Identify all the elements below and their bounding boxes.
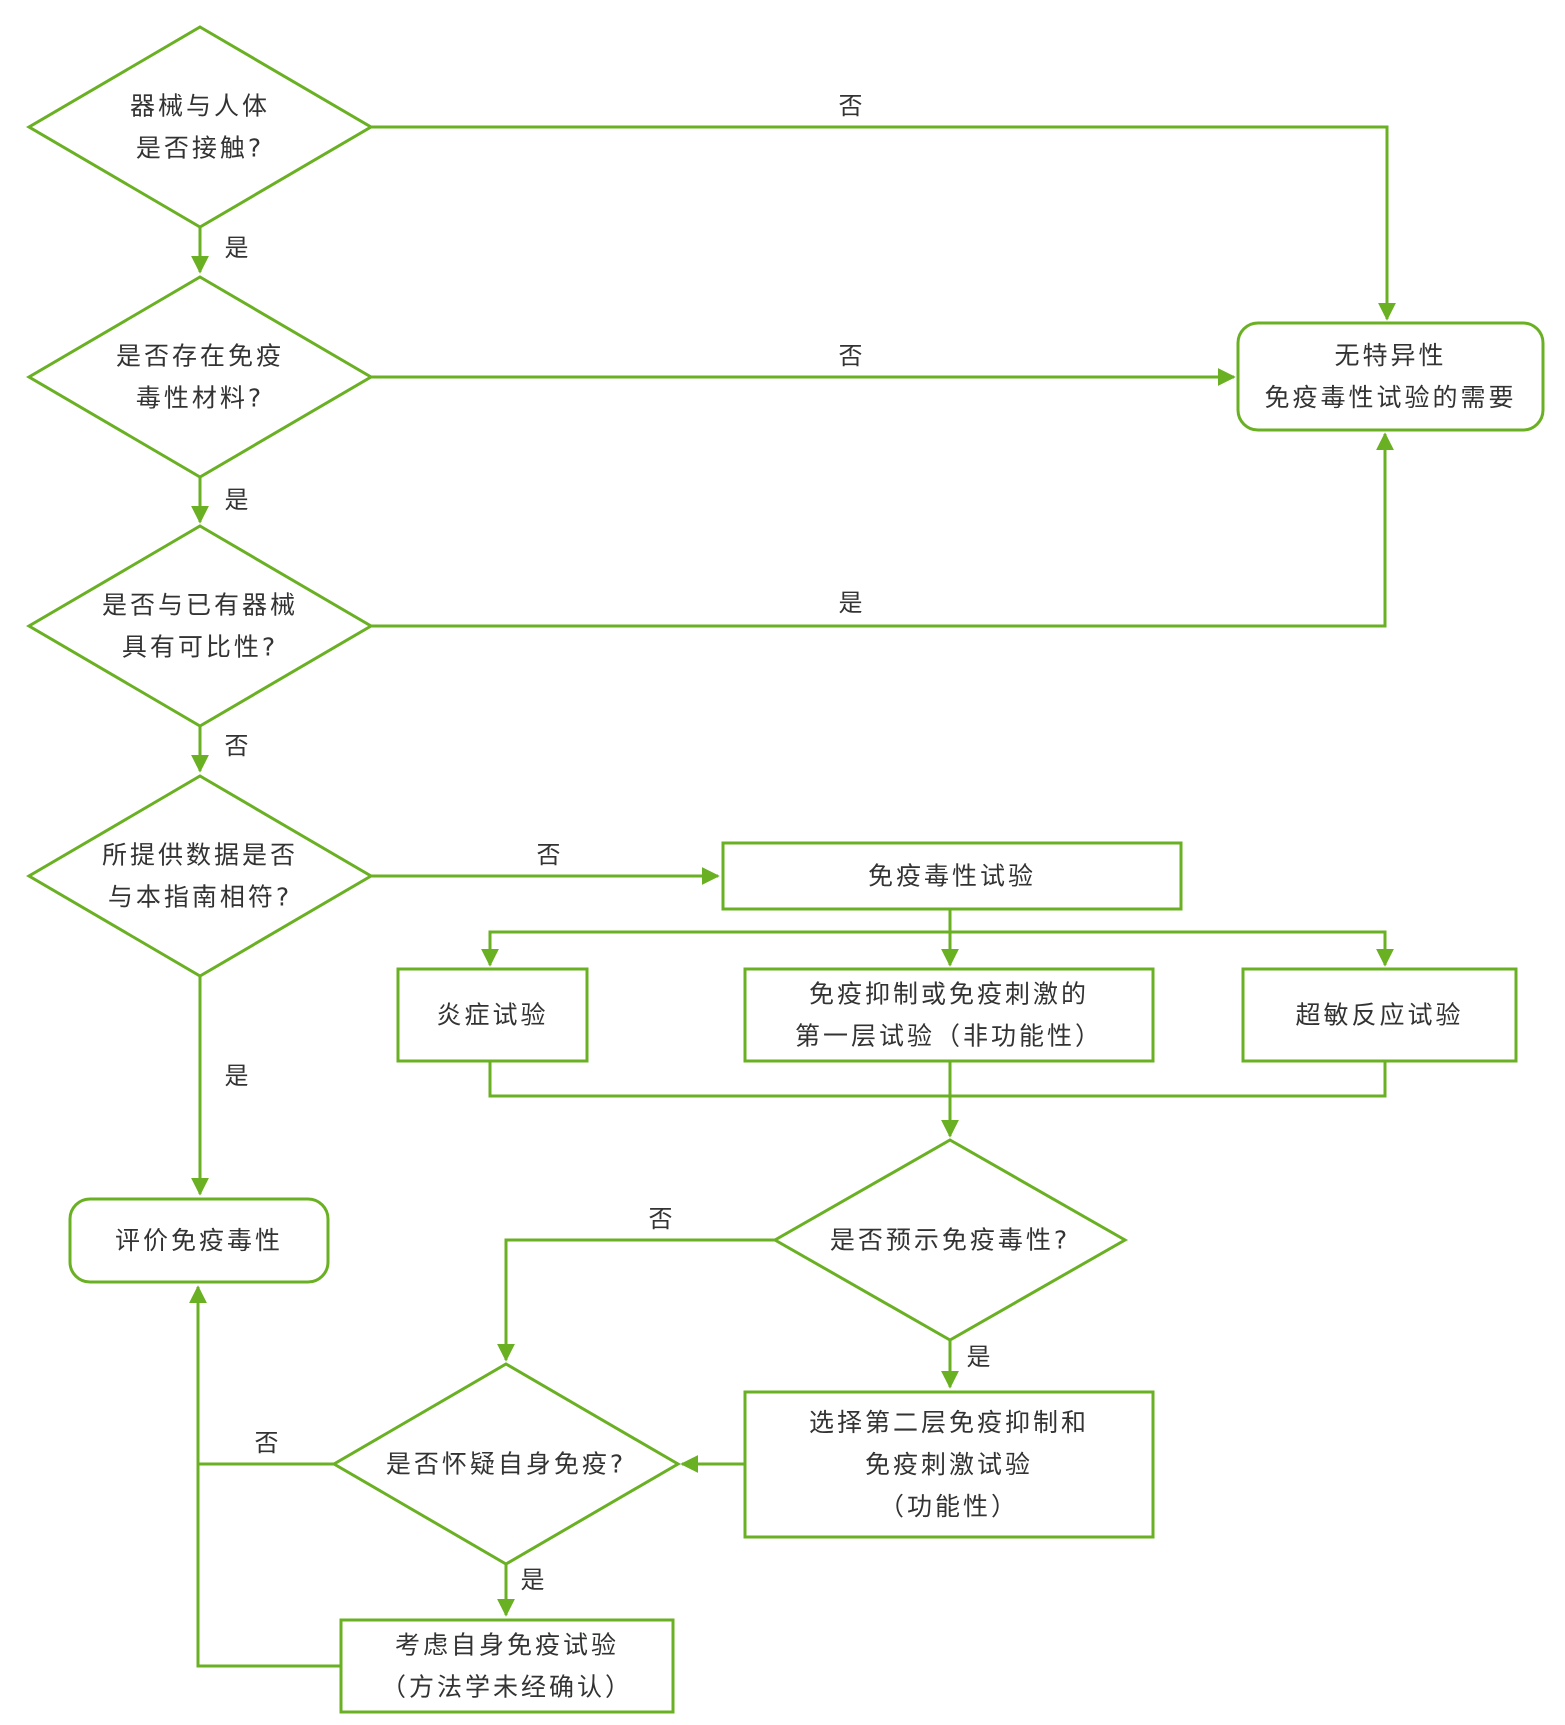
node-text-line: 与本指南相符? [108, 883, 292, 912]
edge-d_comparable-to-n_no_specific [371, 432, 1394, 628]
process-box [1241, 967, 1518, 1063]
node-text-line: 免疫毒性试验 [868, 862, 1036, 891]
node-text-line: 是否预示免疫毒性? [830, 1226, 1070, 1255]
decision-diamond [26, 25, 374, 229]
node-d-predict: 是否预示免疫毒性? [771, 1138, 1129, 1342]
edge-n_inflammation-to-d_predict [488, 1061, 950, 1098]
node-text-line: 超敏反应试验 [1295, 1001, 1463, 1030]
node-d-autoimmune: 是否怀疑自身免疫? [331, 1362, 681, 1566]
node-text-line: 器械与人体 [130, 92, 270, 121]
node-text-line: 选择第二层免疫抑制和 [809, 1408, 1089, 1437]
edge-n_autoimmune_test-to-n_evaluate [196, 1464, 341, 1668]
edge-label: 否 [225, 732, 252, 760]
edge-label: 否 [537, 841, 564, 869]
node-text-line: 免疫抑制或免疫刺激的 [809, 980, 1089, 1009]
node-text-line: （功能性） [879, 1492, 1019, 1521]
edge-n_immunotox_test-to-n_inflammation [481, 909, 952, 967]
decision-diamond [771, 1138, 1129, 1342]
edge-label: 是 [839, 589, 866, 617]
node-text-line: 免疫刺激试验 [865, 1450, 1033, 1479]
edge-label: 是 [967, 1343, 994, 1371]
node-text-line: 第一层试验（非功能性） [795, 1022, 1103, 1051]
process-box [743, 1390, 1155, 1539]
edge-label: 是 [225, 486, 252, 514]
edge-label: 否 [839, 92, 866, 120]
node-text-line: 是否存在免疫 [116, 342, 284, 371]
node-text-line: 免疫毒性试验的需要 [1264, 383, 1516, 412]
node-text-line: 毒性材料? [136, 384, 264, 413]
decision-diamond [26, 524, 374, 728]
edge-label: 否 [839, 342, 866, 370]
node-text-line: 是否与已有器械 [102, 591, 298, 620]
node-text-line: （方法学未经确认） [381, 1673, 633, 1702]
edge-label: 是 [521, 1566, 548, 1594]
node-text-line: 具有可比性? [122, 633, 278, 662]
edge-d_predict-to-d_autoimmune [497, 1238, 775, 1362]
terminal-box [68, 1197, 330, 1284]
edge-label: 否 [255, 1429, 282, 1457]
process-box [396, 967, 589, 1063]
process-box [721, 841, 1183, 911]
decision-diamond [331, 1362, 681, 1566]
node-text-line: 评价免疫毒性 [115, 1226, 283, 1255]
node-text-line: 考虑自身免疫试验 [395, 1631, 619, 1660]
decision-diamond [26, 275, 374, 479]
process-box [743, 967, 1155, 1063]
node-text-line: 所提供数据是否 [102, 841, 298, 870]
terminal-box [1236, 321, 1545, 432]
node-n-immunotox-test: 免疫毒性试验 [721, 841, 1183, 911]
node-text-line: 是否怀疑自身免疫? [386, 1450, 626, 1479]
node-text-line: 炎症试验 [436, 1001, 548, 1030]
node-text-line: 无特异性 [1334, 341, 1446, 370]
node-n-autoimmune-test: 考虑自身免疫试验 （方法学未经确认） [339, 1618, 675, 1714]
edge-label: 是 [225, 234, 252, 262]
decision-diamond [26, 774, 374, 978]
edge-layer [189, 125, 1396, 1668]
node-n-inflammation: 炎症试验 [396, 967, 589, 1063]
edge-label: 否 [649, 1205, 676, 1233]
node-n-hypersensitivity: 超敏反应试验 [1241, 967, 1518, 1063]
edge-d_contact-to-n_no_specific [371, 125, 1396, 321]
node-n-evaluate: 评价免疫毒性 [68, 1197, 330, 1284]
edge-label: 是 [225, 1062, 252, 1090]
edge-n_hypersensitivity-to-d_predict [950, 1061, 1387, 1098]
process-box [339, 1618, 675, 1714]
edge-n_immunotox_test-to-n_hypersensitivity [950, 930, 1394, 967]
node-text-line: 是否接触? [136, 134, 264, 163]
